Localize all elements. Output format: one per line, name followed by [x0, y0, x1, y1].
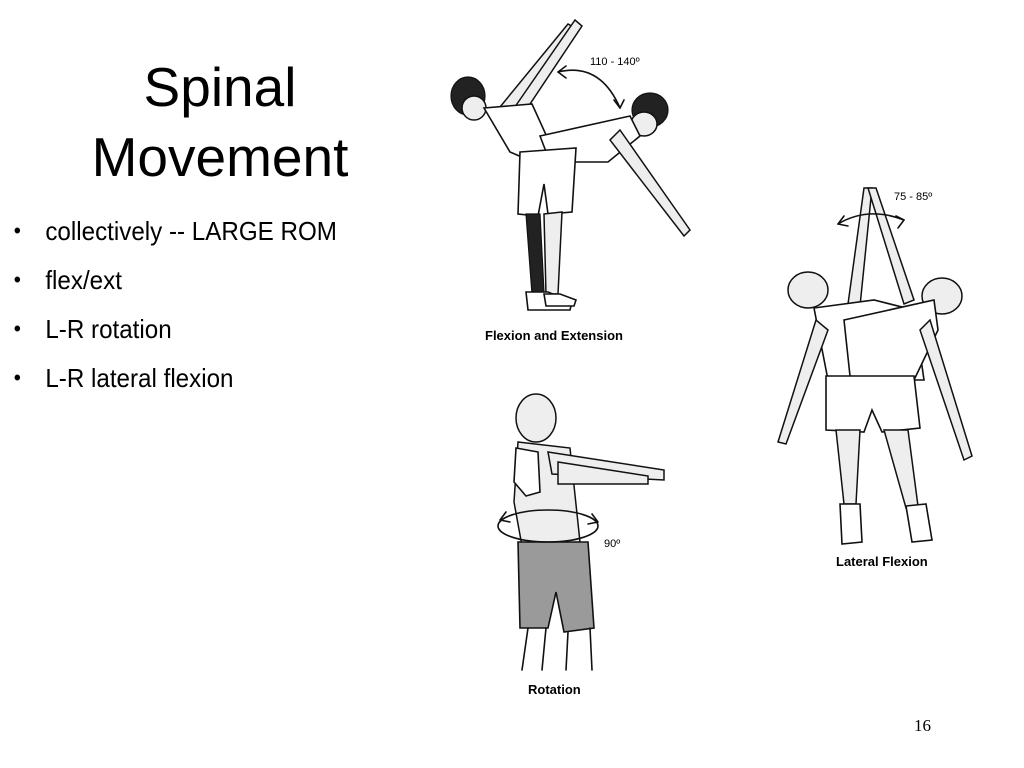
bullet-item: collectively -- LARGE ROM [10, 208, 337, 257]
bullet-list: collectively -- LARGE ROM flex/ext L-R r… [10, 208, 362, 404]
slide-title: Spinal Movement [40, 52, 400, 192]
flexion-extension-angle: 110 - 140º [590, 56, 640, 68]
lateral-flexion-angle: 75 - 85º [894, 191, 933, 203]
flexion-extension-caption: Flexion and Extension [485, 328, 623, 343]
lateral-flexion-caption: Lateral Flexion [836, 554, 928, 569]
rotation-illustration [497, 393, 665, 671]
page-number: 16 [914, 716, 931, 735]
rotation-caption: Rotation [528, 682, 581, 697]
bullet-item: L-R lateral flexion [10, 355, 337, 404]
rotation-angle: 90º [604, 538, 621, 550]
title-line-2: Movement [91, 126, 349, 188]
lateral-flexion-illustration [777, 187, 973, 545]
bullet-item: L-R rotation [10, 306, 337, 355]
title-line-1: Spinal [143, 56, 297, 118]
bullet-item: flex/ext [10, 257, 337, 306]
flexion-extension-illustration [450, 18, 691, 311]
